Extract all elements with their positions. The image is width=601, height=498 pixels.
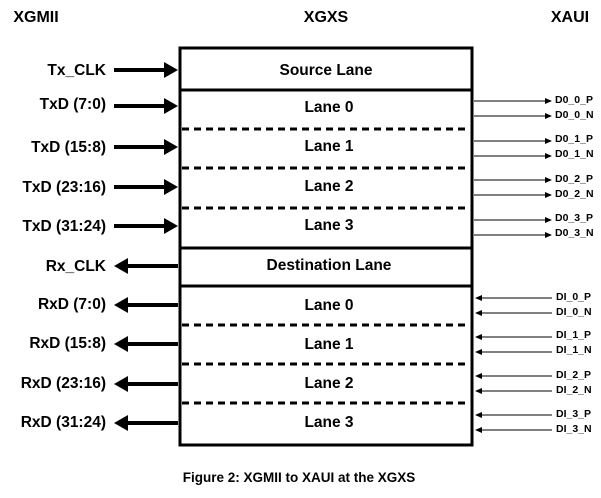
- txd-input-label: TxD (31:24): [22, 218, 106, 235]
- xaui-pin-label: D0_3_P: [555, 212, 593, 224]
- xaui-rx-pair-arrows: [475, 412, 552, 433]
- tx-clk-arrow: [114, 62, 178, 78]
- xaui-rx-pair-arrows: [475, 295, 552, 316]
- tx-lane-label: Lane 2: [304, 178, 353, 195]
- rxd-arrow: [114, 297, 178, 313]
- rxd-output-label: RxD (7:0): [38, 296, 106, 313]
- xaui-pin-label: DI_0_P: [556, 291, 591, 303]
- txd-input-label: TxD (7:0): [40, 96, 106, 113]
- header-xgmii: XGMII: [13, 9, 58, 26]
- xaui-pin-label: D0_1_N: [555, 148, 594, 160]
- tx-lane-label: Lane 0: [304, 99, 353, 116]
- source-lane-label: Source Lane: [279, 62, 372, 79]
- xaui-tx-pair-arrows: [474, 98, 552, 119]
- rxd-output-label: RxD (15:8): [29, 335, 106, 352]
- xaui-pin-label: D0_1_P: [555, 133, 593, 145]
- xaui-pin-label: D0_2_P: [555, 173, 593, 185]
- xaui-pin-label: DI_2_P: [556, 369, 591, 381]
- xaui-tx-pair-arrows: [474, 177, 552, 198]
- xaui-rx-pair-arrows: [475, 334, 552, 355]
- xaui-pin-label: D0_2_N: [555, 188, 594, 200]
- rx-lane-label: Lane 3: [304, 414, 353, 431]
- rx-lane-label: Lane 1: [304, 336, 353, 353]
- txd-input-label: TxD (23:16): [22, 179, 106, 196]
- xaui-pin-label: D0_0_P: [555, 94, 593, 106]
- tx-lane-label: Lane 3: [304, 217, 353, 234]
- txd-arrow: [114, 139, 178, 155]
- xaui-tx-pair-arrows: [474, 217, 552, 238]
- xaui-rx-pair-arrows: [475, 373, 552, 394]
- xaui-pin-label: D0_3_N: [555, 227, 594, 239]
- header-xgxs: XGXS: [304, 9, 349, 26]
- rxd-output-label: RxD (31:24): [21, 414, 106, 431]
- tx-clk-label: Tx_CLK: [47, 62, 106, 79]
- rxd-arrow: [114, 376, 178, 392]
- rx-lane-label: Lane 2: [304, 375, 353, 392]
- rxd-arrow: [114, 415, 178, 431]
- rx-lane-label: Lane 0: [304, 297, 353, 314]
- txd-arrow: [114, 179, 178, 195]
- xaui-pin-label: DI_1_N: [556, 344, 592, 356]
- txd-arrow: [114, 218, 178, 234]
- xaui-tx-pair-arrows: [474, 138, 552, 159]
- txd-arrow: [114, 98, 178, 114]
- xaui-pin-label: D0_0_N: [555, 109, 594, 121]
- xaui-pin-label: DI_2_N: [556, 384, 592, 396]
- xaui-pin-label: DI_3_N: [556, 423, 592, 435]
- xaui-pin-label: DI_0_N: [556, 306, 592, 318]
- rx-clk-label: Rx_CLK: [46, 258, 107, 275]
- header-xaui: XAUI: [551, 9, 589, 26]
- rx-clk-arrow: [114, 258, 178, 274]
- xaui-pin-label: DI_3_P: [556, 408, 591, 420]
- destination-lane-label: Destination Lane: [267, 257, 392, 274]
- tx-lane-label: Lane 1: [304, 138, 353, 155]
- xaui-pin-label: DI_1_P: [556, 329, 591, 341]
- figure-caption: Figure 2: XGMII to XAUI at the XGXS: [183, 470, 416, 485]
- lane-dividers: [182, 127, 470, 405]
- rxd-output-label: RxD (23:16): [21, 375, 106, 392]
- rxd-arrow: [114, 336, 178, 352]
- txd-input-label: TxD (15:8): [31, 139, 106, 156]
